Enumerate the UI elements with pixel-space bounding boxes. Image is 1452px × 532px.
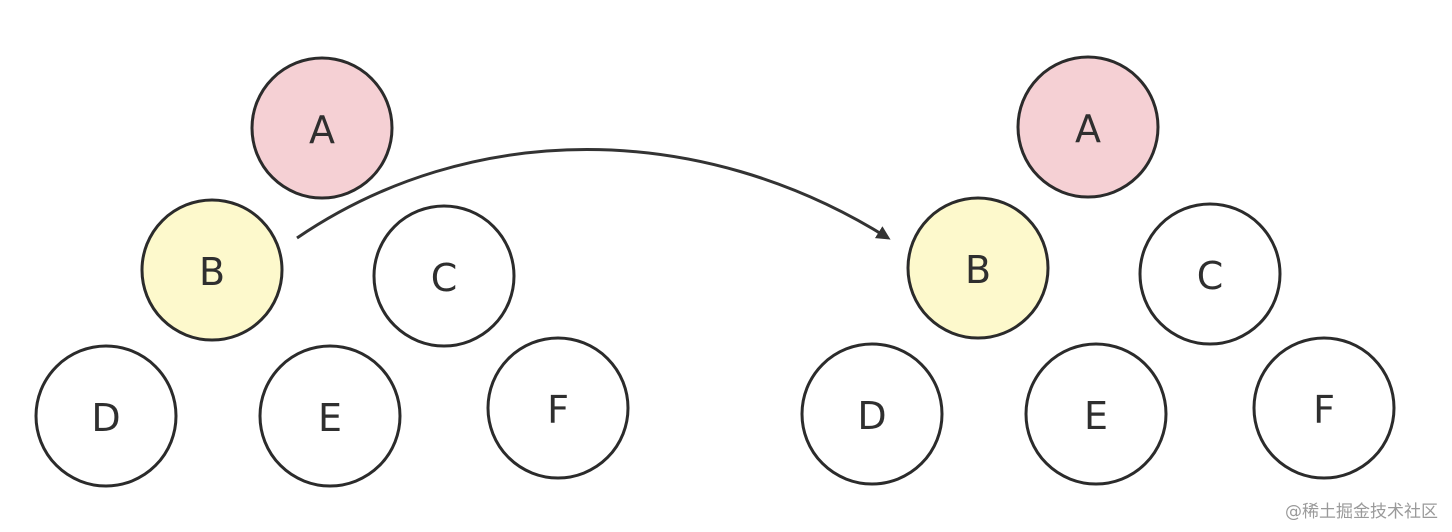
- node-circle: [258, 344, 402, 488]
- tree-node-before-a: A: [250, 56, 394, 200]
- tree-after: A B C D E F: [800, 55, 1396, 486]
- node-circle: [1024, 342, 1168, 486]
- node-circle: [34, 344, 178, 488]
- tree-node-before-e: E: [258, 344, 402, 488]
- node-label: A: [1075, 107, 1101, 151]
- node-circle: [140, 198, 284, 342]
- node-circle: [250, 56, 394, 200]
- node-circle: [486, 336, 630, 480]
- node-circle: [800, 342, 944, 486]
- tree-node-before-c: C: [372, 204, 516, 348]
- tree-node-before-f: F: [486, 336, 630, 480]
- node-circle: [372, 204, 516, 348]
- tree-node-after-b: B: [906, 196, 1050, 340]
- node-circle: [906, 196, 1050, 340]
- node-label: E: [318, 396, 342, 440]
- node-label: E: [1084, 394, 1108, 438]
- node-label: F: [547, 388, 569, 432]
- tree-node-after-d: D: [800, 342, 944, 486]
- tree-node-after-e: E: [1024, 342, 1168, 486]
- tree-node-after-a: A: [1016, 55, 1160, 199]
- node-label: D: [91, 396, 120, 440]
- node-label: B: [965, 248, 991, 292]
- node-label: A: [309, 108, 335, 152]
- node-label: F: [1313, 388, 1335, 432]
- tree-node-before-b: B: [140, 198, 284, 342]
- nodes-layer: A B C D E F A B C D E F: [34, 55, 1396, 488]
- node-label: B: [199, 250, 225, 294]
- node-circle: [1138, 202, 1282, 346]
- watermark-text: @稀土掘金技术社区: [1285, 502, 1438, 522]
- tree-before: A B C D E F: [34, 56, 630, 488]
- node-circle: [1016, 55, 1160, 199]
- node-circle: [1252, 336, 1396, 480]
- tree-node-after-f: F: [1252, 336, 1396, 480]
- tree-node-before-d: D: [34, 344, 178, 488]
- node-label: C: [1197, 254, 1224, 298]
- node-label: D: [857, 394, 886, 438]
- tree-node-after-c: C: [1138, 202, 1282, 346]
- move-arrow: [296, 148, 891, 240]
- node-label: C: [431, 256, 458, 300]
